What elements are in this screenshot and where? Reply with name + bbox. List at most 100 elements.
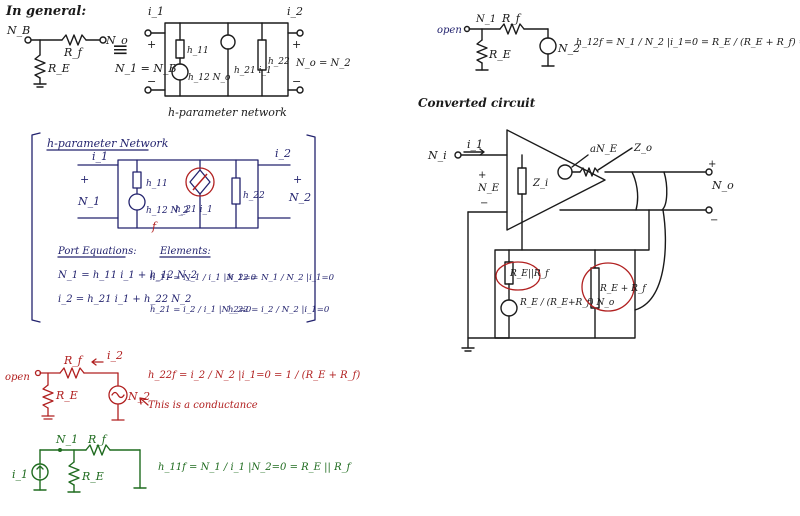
green-resistor-re	[68, 461, 80, 486]
red-resistor-rf	[59, 367, 85, 379]
fb-label-res: R_E||R_f	[509, 269, 550, 279]
conv-label-zo: Z_o	[633, 143, 652, 154]
left-bracket	[31, 132, 41, 323]
tr-voltage-source	[539, 37, 557, 55]
tr-label-re: R_E	[488, 48, 511, 61]
red-open-label: open	[5, 372, 30, 383]
plus-right: +	[292, 38, 301, 51]
tr-formula: h_12f = N_1 / N_2 |i_1=0 = R_E / (R_E + …	[576, 37, 800, 48]
amplifier-triangle	[506, 129, 606, 231]
blue-plus-right: +	[293, 173, 302, 186]
node-vb	[24, 36, 32, 44]
tr-open-label: open	[437, 25, 462, 36]
blue-source-h12	[128, 193, 146, 211]
conv-label-ve: N_E	[477, 183, 500, 194]
minus-left: −	[147, 75, 156, 88]
tr-resistor-rf	[499, 23, 525, 35]
elements-title: Elements:	[159, 246, 211, 257]
red-label-re: R_E	[55, 389, 78, 402]
green-resistor-rf	[85, 444, 111, 456]
h-network-caption: h-parameter network	[168, 106, 287, 119]
blue-network-box	[117, 159, 259, 229]
blue-resistor-h11	[132, 171, 142, 189]
tr-label-rf: R_f	[501, 12, 522, 25]
general-section: In general: N_B N_o R_f R_E ≡	[5, 4, 351, 119]
red-label-i2: i_2	[107, 349, 123, 362]
blue-label-h22: h_22	[243, 191, 265, 201]
minus-right: −	[292, 75, 301, 88]
red-label-f: f	[151, 220, 158, 233]
red-formula: h_22f = i_2 / N_2 |i_1=0 = 1 / (R_E + R_…	[148, 370, 360, 381]
green-label-re: R_E	[81, 470, 104, 483]
label-v2: N_o = N_2	[295, 58, 351, 69]
conv-plus-vo: +	[708, 159, 716, 170]
resistor-h11	[175, 39, 185, 59]
green-label-i1: i_1	[12, 468, 28, 481]
blue-label-v1: N_1	[77, 195, 100, 208]
label-re: R_E	[47, 62, 70, 75]
conv-minus-ve: −	[480, 198, 488, 209]
equiv-sign: ≡	[112, 37, 129, 61]
h-parameter-section: h-parameter Network i_1 i_2 + N_1 + N_2 …	[31, 132, 335, 323]
element-h21: h_21 = i_2 / i_1 |N_2=0	[150, 305, 252, 315]
blue-label-h12: h_12 N_2	[146, 206, 189, 216]
green-formula: h_11f = N_1 / i_1 |N_2=0 = R_E || R_f	[158, 462, 353, 473]
label-h22: h_22	[268, 57, 290, 67]
conv-label-zi: Z_i	[532, 178, 548, 189]
fb-label-res2: R_E + R_f	[599, 284, 647, 294]
red-highlight-circle	[185, 167, 215, 197]
red-note: This is a conductance	[148, 400, 258, 411]
h-network-box	[164, 22, 289, 97]
feedback-network-box	[494, 249, 636, 339]
port-eq-2: i_2 = h_21 i_1 + h_22 N_2	[58, 294, 191, 305]
port-eq-1: N_1 = h_11 i_1 + h_12 N_2	[57, 270, 197, 281]
tr-label-v2: N_2	[557, 42, 580, 55]
converted-heading: Converted circuit	[418, 96, 536, 110]
conv-minus-vo: −	[710, 215, 718, 226]
label-h21: h_21 i_1	[234, 66, 272, 76]
label-h12: h_12 N_o	[188, 73, 231, 83]
conv-plus-ve: +	[478, 170, 486, 181]
label-vo: N_o	[105, 34, 128, 47]
blue-plus-left: +	[80, 173, 89, 186]
resistor-re	[34, 54, 46, 79]
red-slash	[192, 173, 208, 191]
conv-dependent-source	[557, 164, 573, 180]
node-vo	[99, 36, 107, 44]
general-heading: In general:	[5, 4, 86, 19]
blue-label-h21: h_21 i_1	[175, 205, 213, 215]
blue-label-i1: i_1	[92, 150, 108, 163]
blue-label-v2: N_2	[288, 191, 311, 204]
label-i2: i_2	[287, 5, 303, 18]
conv-label-gain: aN_E	[590, 144, 618, 155]
red-label-v2: N_2	[127, 390, 150, 403]
resistor-rf	[61, 34, 87, 46]
label-i1: i_1	[148, 5, 164, 18]
hbox-title: h-parameter Network	[47, 137, 169, 150]
red-resistor-re	[42, 384, 54, 409]
label-rf: R_f	[63, 46, 84, 59]
green-label-v1: N_1	[55, 433, 78, 446]
source-h21	[220, 34, 236, 50]
right-bracket	[306, 134, 316, 323]
tr-resistor-re	[476, 39, 488, 64]
label-v1: N_1 = N_B	[114, 62, 177, 75]
h12-circuit: open N_1 R_f R_E N_2 h_12f = N_1 / N_2 |…	[437, 12, 800, 71]
conv-resistor-zi	[517, 167, 527, 195]
red-circle-fb-res	[495, 261, 541, 291]
port-eq-title: Port Equations:	[57, 246, 137, 257]
element-h22: h_22 = i_2 / N_2 |i_1=0	[228, 305, 330, 315]
element-h12: h_12 = N_1 / N_2 |i_1=0	[228, 273, 335, 283]
blue-resistor-h22	[231, 177, 241, 205]
conv-label-i1: i_1	[467, 138, 483, 151]
green-label-rf: R_f	[87, 433, 108, 446]
plus-left: +	[147, 38, 156, 51]
converted-section: Converted circuit N_i i_1 + N_E − Z_i aN…	[418, 96, 734, 352]
conv-label-vi: N_i	[427, 149, 447, 162]
fb-dependent-source	[500, 299, 518, 317]
conv-resistor-zo	[579, 167, 599, 177]
green-h11-circuit: N_1 R_f R_E i_1 h_11f = N_1 / i_1 |N_2=0…	[12, 433, 353, 493]
tr-label-v1: N_1	[475, 14, 496, 25]
red-circle-fb-sum	[581, 262, 635, 312]
